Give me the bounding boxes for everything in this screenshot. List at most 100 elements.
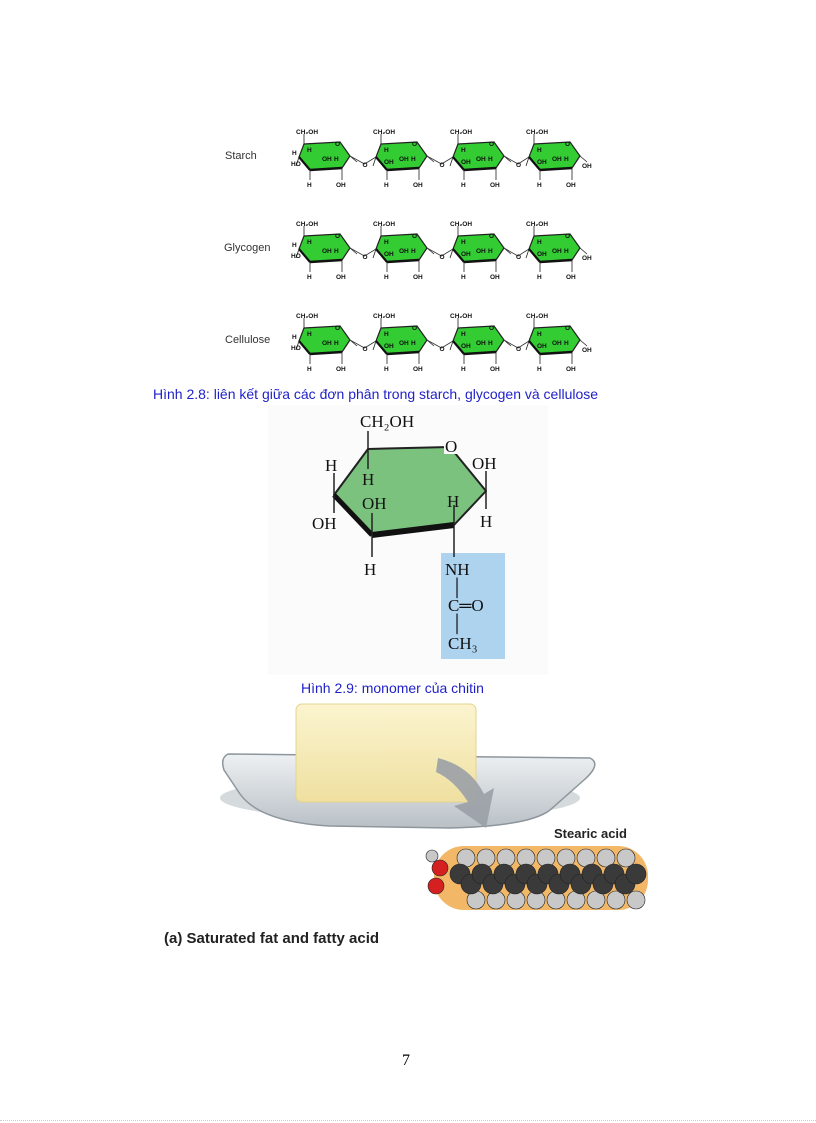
atom-oh: OH <box>582 163 592 170</box>
atom-oh: OH <box>336 274 346 281</box>
atom-ch2oh: CH₂OH <box>360 412 414 431</box>
fat-figure-caption: (a) Saturated fat and fatty acid <box>164 930 380 947</box>
ring-bond <box>298 248 311 263</box>
atom-oh: OH <box>384 343 394 350</box>
hydrogen-atom <box>616 848 636 868</box>
atom-h: H <box>384 182 389 189</box>
atom-h: H <box>488 248 493 255</box>
atom-ch2oh: CH₂OH <box>296 129 318 136</box>
atom-h: H <box>537 331 542 338</box>
atom-oh: OH <box>566 182 576 189</box>
atom-bridge-oxygen: O <box>516 254 521 261</box>
atom-h: H <box>384 331 389 338</box>
ring-bond <box>386 166 420 172</box>
ring-bond <box>463 166 497 172</box>
atom-oh: OH <box>336 182 346 189</box>
substituent-bond <box>449 156 454 167</box>
hydrogen-atom <box>596 848 616 868</box>
atom-bridge-oxygen: O <box>440 346 445 353</box>
butter-dish-illustration <box>220 703 648 910</box>
atom-oh: OH <box>399 248 409 255</box>
atom-h: H <box>480 512 492 531</box>
ring-bond <box>452 340 465 355</box>
carbon-atom <box>625 863 647 885</box>
atom-oh: OH <box>537 343 547 350</box>
glycosidic-bond <box>426 339 454 349</box>
atom-oh: OH <box>322 248 332 255</box>
oxygen-atom <box>431 859 449 877</box>
atom-oh: OH <box>472 454 497 473</box>
atom-ch2oh: CH₂OH <box>373 129 395 136</box>
glycosidic-bond <box>426 155 454 165</box>
atom-h: H <box>384 274 389 281</box>
chitin-monomer-structure: CH₂OH O H H OH OH H OH H H NH │ C═O │ CH… <box>312 412 505 659</box>
atom-h: H <box>325 456 337 475</box>
glycosidic-bond <box>426 247 454 257</box>
atom-h: H <box>461 182 466 189</box>
row-label-cellulose: Cellulose <box>225 334 271 346</box>
atom-ring-oxygen: O <box>489 233 494 240</box>
substituent-bond <box>449 248 454 259</box>
atom-oh: OH <box>582 347 592 354</box>
ring-bond <box>309 258 343 264</box>
atom-oh: OH <box>413 366 423 373</box>
atom-oh: OH <box>384 251 394 258</box>
atom-bridge-oxygen: O <box>516 162 521 169</box>
glycosidic-bond <box>503 339 530 349</box>
atom-h: H <box>307 182 312 189</box>
atom-ch2oh: CH₂OH <box>450 221 472 228</box>
atom-h: H <box>292 334 297 341</box>
hydrogen-atom <box>606 890 626 910</box>
atom-ch2oh: CH₂OH <box>450 129 472 136</box>
atom-ch2oh: CH₂OH <box>450 313 472 320</box>
atom-h: H <box>384 147 389 154</box>
atom-h: H <box>537 274 542 281</box>
figure-saturated-fat: Stearic acid (a) Saturated fat and fatty… <box>150 698 670 958</box>
atom-h: H <box>307 147 312 154</box>
atom-oh: OH <box>537 159 547 166</box>
figure-2-9: CH₂OH O H H OH OH H OH H H NH │ C═O │ CH… <box>268 405 548 675</box>
atom-oh: OH <box>461 251 471 258</box>
substituent-bond <box>372 156 377 167</box>
atom-h: H <box>537 366 542 373</box>
atom-ring-oxygen: O <box>445 437 457 456</box>
hydrogen-atom <box>425 849 439 863</box>
atom-oh: OH <box>552 248 562 255</box>
ring-bond <box>309 166 343 172</box>
substituent-bond <box>295 248 300 259</box>
substituent-bond <box>449 340 454 351</box>
butter-stick <box>295 703 477 803</box>
ring-bond <box>309 350 343 356</box>
substituent-bond <box>372 248 377 259</box>
atom-ring-oxygen: O <box>489 325 494 332</box>
glycosidic-bond <box>503 155 530 165</box>
atom-h: H <box>564 248 569 255</box>
ring-bond <box>452 156 465 171</box>
ring-bond <box>375 340 388 355</box>
atom-ho: HO <box>291 345 301 352</box>
atom-h: H <box>362 470 374 489</box>
atom-ring-oxygen: O <box>565 233 570 240</box>
substituent-bond <box>372 340 377 351</box>
atom-oh: OH <box>476 248 486 255</box>
atom-h: H <box>307 239 312 246</box>
atom-h: H <box>411 156 416 163</box>
atom-h: H <box>292 150 297 157</box>
bond-vertical: │ <box>451 577 463 599</box>
substituent-bond <box>525 340 530 351</box>
substituent-bond <box>295 340 300 351</box>
ring-bond <box>452 248 465 263</box>
atom-ring-oxygen: O <box>335 141 340 148</box>
atom-nh: NH <box>445 560 470 579</box>
ring-bond <box>298 340 311 355</box>
atom-h: H <box>307 274 312 281</box>
atom-oh: OH <box>490 182 500 189</box>
atom-h: H <box>334 248 339 255</box>
atom-ring-oxygen: O <box>565 141 570 148</box>
atom-h: H <box>488 340 493 347</box>
atom-oh: OH <box>362 494 387 513</box>
arrow-icon <box>436 758 494 828</box>
ring-front-edge <box>332 493 374 537</box>
atom-oh: OH <box>537 251 547 258</box>
